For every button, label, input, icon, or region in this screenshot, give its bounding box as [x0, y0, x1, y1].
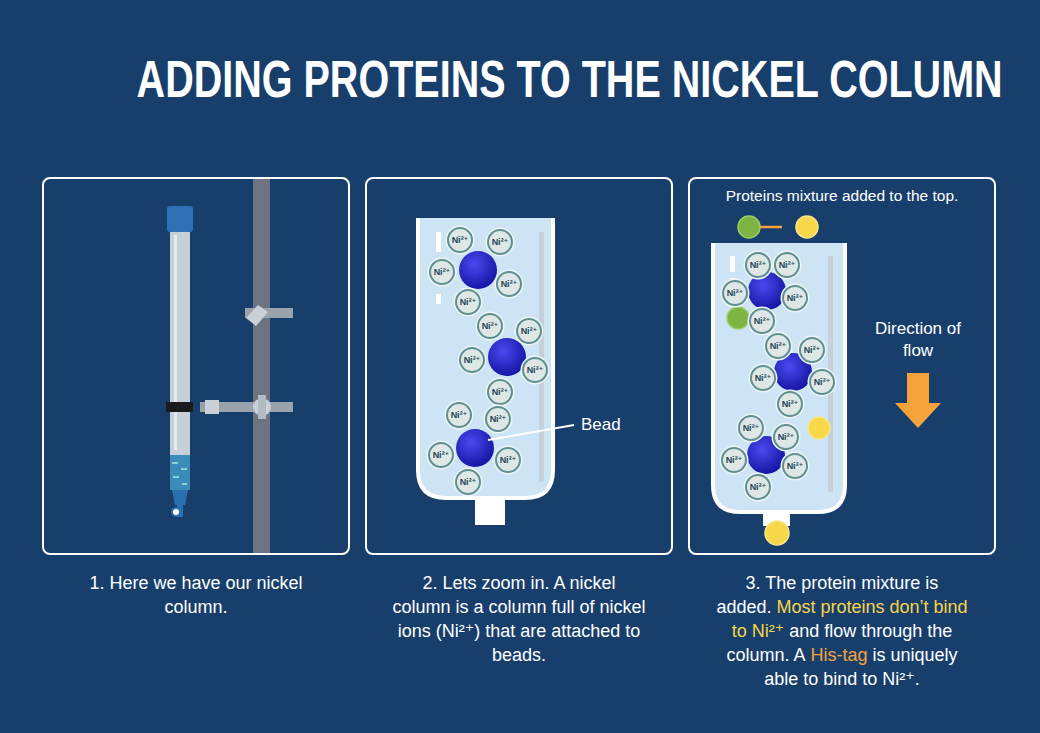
nickel-ion: Ni²⁺: [485, 406, 511, 432]
ion-label: Ni²⁺: [770, 341, 787, 351]
protein-vessel: [713, 216, 845, 545]
nickel-ion: Ni²⁺: [773, 424, 799, 450]
nickel-column: [166, 206, 219, 517]
nickel-ion: Ni²⁺: [738, 415, 764, 441]
ion-label: Ni²⁺: [787, 293, 804, 303]
flow-label: Direction of flow: [868, 318, 968, 362]
ion-label: Ni²⁺: [527, 365, 544, 375]
ion-label: Ni²⁺: [452, 235, 469, 245]
ion-label: Ni²⁺: [750, 260, 767, 270]
ion-label: Ni²⁺: [433, 450, 450, 460]
ion-label: Ni²⁺: [451, 410, 468, 420]
column-stand: [200, 179, 293, 553]
ion-label: Ni²⁺: [726, 455, 743, 465]
panel-frame: 3. The protein mixture is added.Most pro…: [688, 177, 996, 555]
nickel-ion: Ni²⁺: [429, 259, 455, 285]
zoom-vessel: [418, 218, 574, 525]
nickel-ion: Ni²⁺: [522, 357, 548, 383]
ion-label: Ni²⁺: [500, 455, 517, 465]
nickel-ion: Ni²⁺: [496, 271, 522, 297]
nickel-ion: Ni²⁺: [777, 391, 803, 417]
title-bar: ADDING PROTEINS TO THE NICKEL COLUMN: [0, 48, 1040, 110]
caption-text: His-tag: [810, 645, 867, 665]
ion-label: Ni²⁺: [501, 279, 518, 289]
ion-label: Ni²⁺: [743, 423, 760, 433]
ion-label: Ni²⁺: [814, 377, 831, 387]
nickel-ion: Ni²⁺: [782, 285, 808, 311]
nickel-ion: Ni²⁺: [799, 337, 825, 363]
panel-frame: 1. Here we have our nickel column.: [42, 177, 350, 555]
ion-label: Ni²⁺: [492, 387, 509, 397]
ion-label: Ni²⁺: [778, 432, 795, 442]
nickel-ion: Ni²⁺: [745, 252, 771, 278]
nickel-ion: Ni²⁺: [428, 442, 454, 468]
flow-arrow: [895, 373, 941, 428]
nickel-ion: Ni²⁺: [749, 308, 775, 334]
caption-text: 1. Here we have our nickel column.: [89, 573, 302, 617]
ion-label: Ni²⁺: [464, 355, 481, 365]
ion-label: Ni²⁺: [754, 316, 771, 326]
ion-label: Ni²⁺: [782, 399, 799, 409]
ion-label: Ni²⁺: [460, 297, 477, 307]
ion-label: Ni²⁺: [755, 373, 772, 383]
nickel-ion: Ni²⁺: [455, 289, 481, 315]
caption-text: 2. Lets zoom in. A nickel column is a co…: [392, 573, 645, 665]
ion-label: Ni²⁺: [521, 326, 538, 336]
ion-label: Ni²⁺: [482, 321, 499, 331]
caption: 3. The protein mixture is added.Most pro…: [713, 571, 971, 691]
ion-label: Ni²⁺: [804, 345, 821, 355]
nickel-ion: Ni²⁺: [774, 252, 800, 278]
ion-label: Ni²⁺: [434, 267, 451, 277]
nickel-ion: Ni²⁺: [782, 453, 808, 479]
instruction-note: Proteins mixture added to the top.: [726, 186, 959, 206]
ion-label: Ni²⁺: [727, 288, 744, 298]
panel-frame: 2. Lets zoom in. A nickel column is a co…: [365, 177, 673, 555]
nickel-ion: Ni²⁺: [809, 369, 835, 395]
nickel-ion: Ni²⁺: [446, 402, 472, 428]
nickel-ion: Ni²⁺: [487, 229, 513, 255]
nickel-ion: Ni²⁺: [459, 347, 485, 373]
ion-label: Ni²⁺: [779, 260, 796, 270]
caption: 2. Lets zoom in. A nickel column is a co…: [392, 571, 647, 667]
ion-label: Ni²⁺: [787, 461, 804, 471]
nickel-ion: Ni²⁺: [745, 474, 771, 500]
caption: 1. Here we have our nickel column.: [71, 571, 321, 619]
ion-label: Ni²⁺: [492, 237, 509, 247]
nickel-ion: Ni²⁺: [455, 469, 481, 495]
bead-label: Bead: [581, 414, 621, 436]
his-tagged-protein: [727, 307, 749, 329]
nickel-ion: Ni²⁺: [495, 447, 521, 473]
ion-label: Ni²⁺: [490, 414, 507, 424]
nickel-ion: Ni²⁺: [487, 379, 513, 405]
nickel-ion: Ni²⁺: [765, 333, 791, 359]
ion-label: Ni²⁺: [750, 482, 767, 492]
nickel-ion: Ni²⁺: [516, 318, 542, 344]
title: ADDING PROTEINS TO THE NICKEL COLUMN: [137, 48, 1003, 110]
nickel-ion: Ni²⁺: [447, 227, 473, 253]
nickel-ion: Ni²⁺: [722, 280, 748, 306]
nickel-ion: Ni²⁺: [721, 447, 747, 473]
nickel-ion: Ni²⁺: [750, 365, 776, 391]
ion-label: Ni²⁺: [460, 477, 477, 487]
nickel-ion: Ni²⁺: [477, 313, 503, 339]
